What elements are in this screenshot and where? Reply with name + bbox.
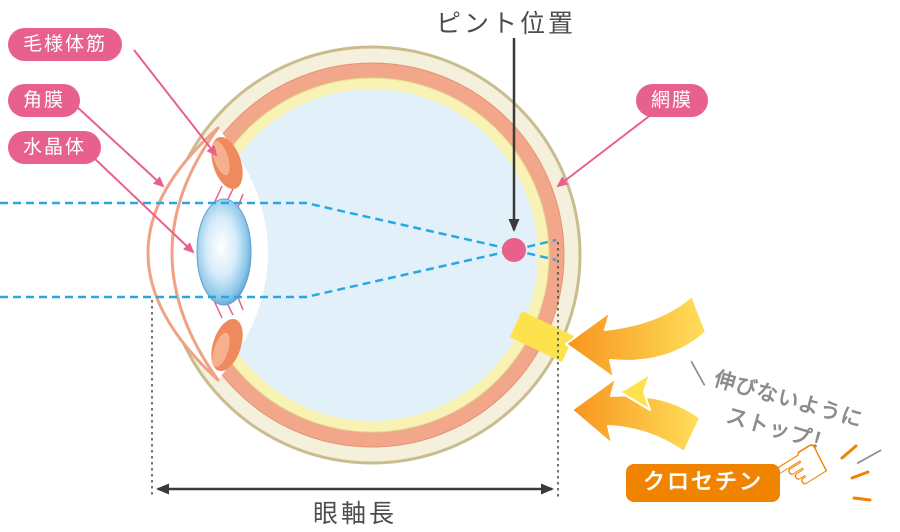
pointer-ciliary-muscle (133, 49, 218, 157)
label-lens: 水晶体 (8, 131, 102, 164)
label-retina: 網膜 (636, 84, 709, 117)
lens-shape (196, 198, 252, 306)
hand-emphasis-marks (840, 444, 872, 502)
pointer-retina (556, 113, 653, 188)
axial-guides (151, 242, 559, 498)
light-rays (0, 201, 557, 299)
light-ray-top (0, 201, 557, 262)
eye-vitreous (206, 89, 538, 421)
label-crocetin: クロセチン (626, 464, 781, 502)
pointer-cornea (75, 105, 165, 188)
crocetin-arrow-small (619, 373, 651, 411)
crocetin-arrow-top (565, 295, 707, 379)
sclera-highlight-patch (510, 311, 574, 362)
label-ciliary-muscle: 毛様体筋 (8, 28, 123, 61)
cornea-shape (146, 126, 220, 382)
label-focus-position: ピント位置 (436, 9, 577, 38)
focus-point-dot (502, 238, 526, 262)
crocetin-arrows (565, 295, 707, 453)
pointer-lens (93, 157, 195, 254)
ciliary-muscle-bottom (211, 318, 243, 372)
light-ray-bottom (0, 238, 557, 299)
label-cornea: 角膜 (8, 84, 81, 117)
label-pointers (75, 49, 653, 254)
label-axial-length: 眼軸長 (312, 499, 397, 528)
